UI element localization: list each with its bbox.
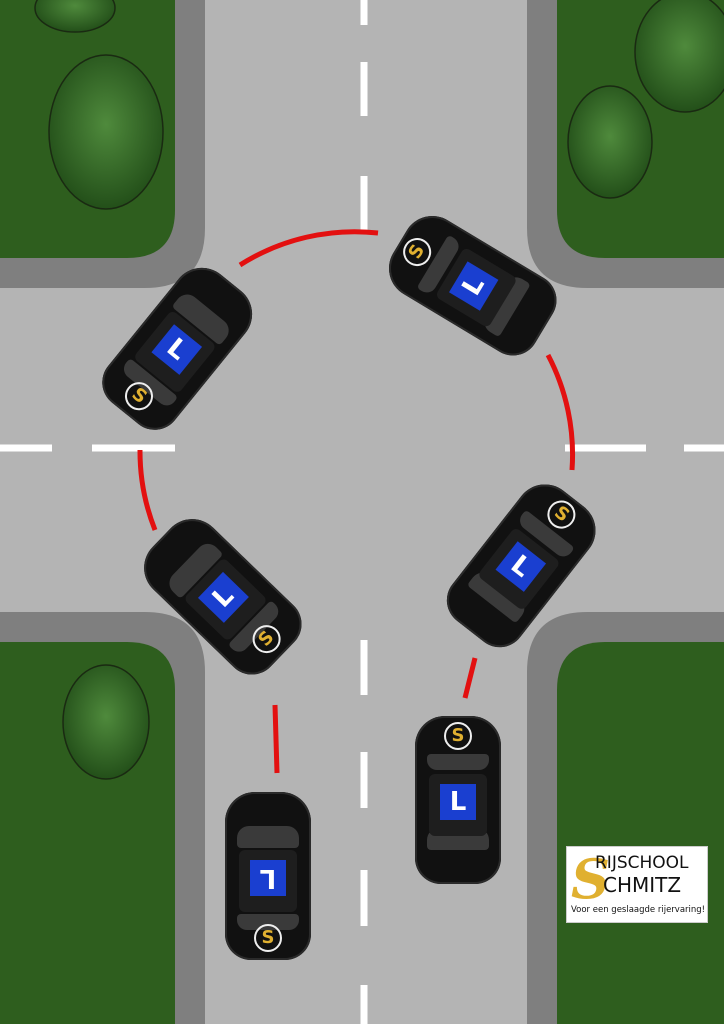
learner-plate: L xyxy=(250,860,286,896)
driving-path xyxy=(137,229,576,774)
learner-plate: L xyxy=(440,784,476,820)
driving-school-badge: S xyxy=(254,924,282,952)
bushes xyxy=(34,0,724,780)
logo-line1: RIJSCHOOL xyxy=(595,853,689,873)
driving-school-logo: S RIJSCHOOL CHMITZ Voor een geslaagde ri… xyxy=(566,846,708,923)
logo-tagline: Voor een geslaagde rijervaring! xyxy=(571,905,706,915)
logo-line2: CHMITZ xyxy=(603,873,682,897)
driving-school-badge: S xyxy=(444,722,472,750)
logo-s-mark: S xyxy=(571,847,610,911)
